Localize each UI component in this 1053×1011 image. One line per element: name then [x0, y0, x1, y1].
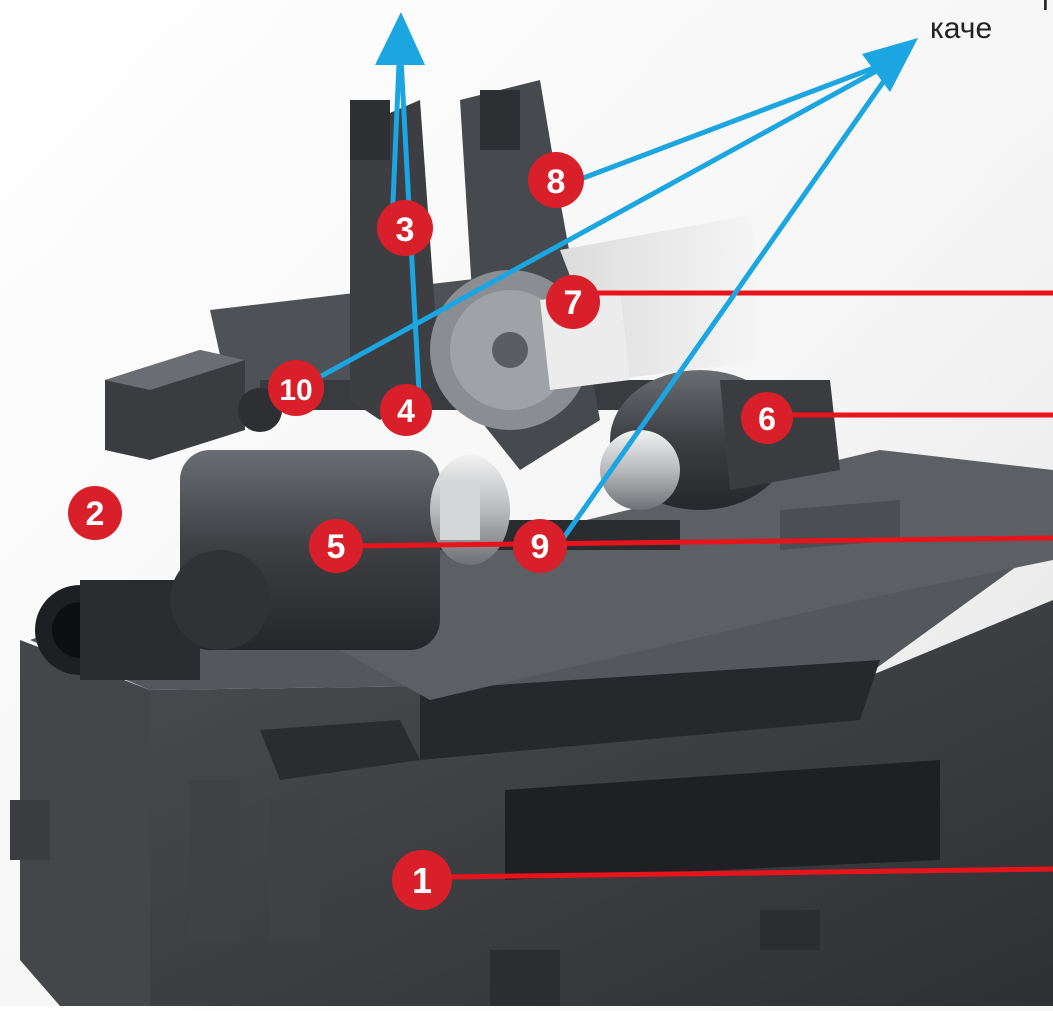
leader-line-9	[557, 56, 903, 545]
marker-5: 5	[309, 519, 363, 573]
marker-label: 7	[564, 284, 583, 322]
caption-clipped-top: г	[1042, 0, 1053, 17]
callout-markers: 1 2 3 4 5 6 7	[68, 152, 793, 910]
leader-line-3	[389, 39, 403, 226]
marker-label: 6	[758, 401, 776, 437]
marker-label: 2	[86, 495, 105, 533]
chip-tray	[250, 450, 1053, 700]
marker-label: 5	[327, 528, 346, 566]
marker-label: 3	[396, 211, 415, 249]
marker-3: 3	[377, 200, 433, 256]
arrow-head-upper-right	[862, 38, 918, 92]
marker-label: 10	[279, 374, 312, 407]
marker-1: 1	[392, 850, 452, 910]
marker-8: 8	[528, 152, 584, 208]
marker-label: 8	[547, 163, 566, 201]
leader-line-5	[344, 535, 1053, 549]
leader-line-1	[444, 866, 1053, 880]
caption-text: каче	[930, 12, 993, 45]
marker-label: 1	[412, 860, 432, 901]
marker-9: 9	[513, 519, 567, 573]
marker-7: 7	[546, 275, 600, 329]
leader-line-10	[303, 55, 902, 388]
marker-10: 10	[268, 360, 324, 416]
arrow-head-up	[375, 12, 425, 65]
marker-6: 6	[741, 392, 793, 444]
marker-label: 4	[397, 393, 415, 429]
marker-label: 9	[531, 528, 550, 566]
marker-4: 4	[380, 384, 432, 436]
marker-2: 2	[68, 486, 122, 540]
leader-lines	[303, 12, 1053, 880]
leader-line-8	[577, 55, 901, 183]
